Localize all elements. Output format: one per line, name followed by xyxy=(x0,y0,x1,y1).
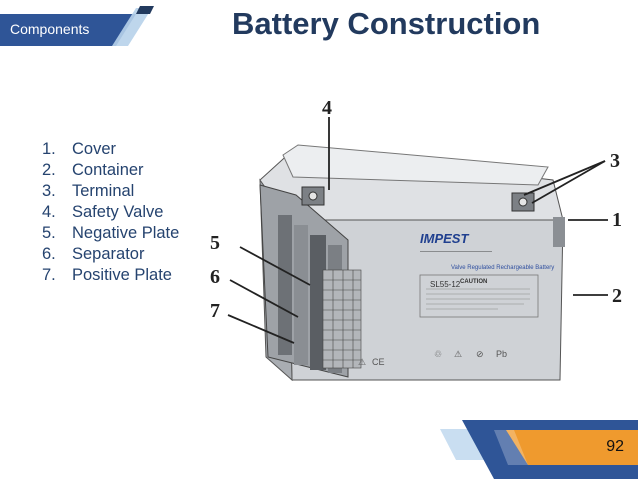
list-item-number: 6. xyxy=(42,245,56,263)
battery-banner: Valve Regulated Rechargeable Battery xyxy=(451,265,554,271)
list-item: 3. Terminal xyxy=(42,181,179,202)
terminal-left xyxy=(301,186,325,206)
grid-plate xyxy=(322,269,362,369)
list-item-number: 2. xyxy=(42,161,56,179)
caution-lines xyxy=(426,288,530,310)
list-item-number: 3. xyxy=(42,182,56,200)
model-number: SL55-12 xyxy=(430,280,461,289)
certification-icons: ⚠ CE ♲ ⚠ ⊘ Pb xyxy=(358,349,507,367)
section-tab: Components xyxy=(0,0,160,46)
svg-text:⚠: ⚠ xyxy=(358,357,366,367)
callout-1: 1 xyxy=(612,209,622,231)
list-item-label: Negative Plate xyxy=(72,224,180,242)
list-item: 7. Positive Plate xyxy=(42,265,179,286)
page-title: Battery Construction xyxy=(232,6,541,41)
svg-text:⊘: ⊘ xyxy=(476,349,484,359)
svg-text:Pb: Pb xyxy=(496,349,507,359)
brand-subtext: ———————————— xyxy=(420,249,492,255)
list-item-label: Container xyxy=(72,161,144,179)
callout-6: 6 xyxy=(210,266,220,288)
battery-diagram: IMPEST ———————————— SL55-12 Valve Regula… xyxy=(210,97,622,382)
list-item: 2. Container xyxy=(42,160,179,181)
page-number: 92 xyxy=(606,438,624,455)
caution-box xyxy=(419,274,539,318)
svg-text:CE: CE xyxy=(372,357,385,367)
svg-text:♲: ♲ xyxy=(434,349,442,359)
callout-4: 4 xyxy=(322,97,332,119)
list-item: 1. Cover xyxy=(42,139,179,160)
brand-logo: IMPEST xyxy=(420,231,469,246)
section-tab-shape xyxy=(0,6,154,46)
terminal-right xyxy=(511,192,535,212)
list-item-number: 4. xyxy=(42,203,56,221)
list-item-label: Cover xyxy=(72,140,117,158)
list-item-label: Terminal xyxy=(72,182,135,200)
list-item-label: Positive Plate xyxy=(72,266,172,284)
parts-list: 1. Cover 2. Container 3. Terminal 4. Safety … xyxy=(42,139,179,286)
callout-5: 5 xyxy=(210,232,220,254)
list-item: 5. Negative Plate xyxy=(42,223,179,244)
list-item: 6. Separator xyxy=(42,244,179,265)
list-item-number: 5. xyxy=(42,224,56,242)
section-tab-label: Components xyxy=(10,21,90,37)
svg-text:⚠: ⚠ xyxy=(454,349,462,359)
callout-lines xyxy=(227,117,608,344)
callout-7: 7 xyxy=(210,300,220,322)
callout-3: 3 xyxy=(610,150,620,172)
list-item-label: Safety Valve xyxy=(72,203,164,221)
footer-decoration xyxy=(440,420,638,479)
callout-2: 2 xyxy=(612,285,622,307)
list-item: 4. Safety Valve xyxy=(42,202,179,223)
caution-label: CAUTION xyxy=(460,279,487,285)
list-item-number: 7. xyxy=(42,266,56,284)
list-item-number: 1. xyxy=(42,140,56,158)
list-item-label: Separator xyxy=(72,245,145,263)
